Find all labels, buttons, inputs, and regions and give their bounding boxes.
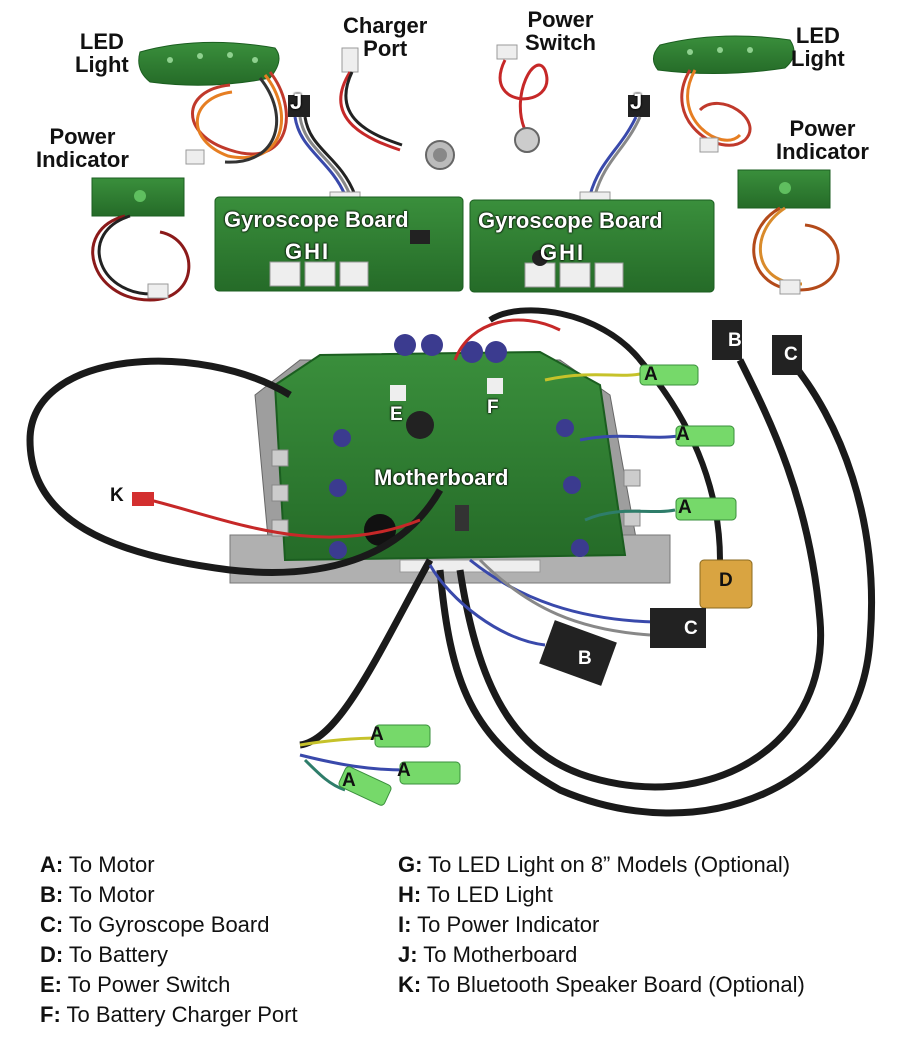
motherboard — [229, 334, 671, 584]
power-indicator-board-left — [91, 177, 191, 302]
wiring-illustration — [26, 35, 876, 817]
label-a-4: A — [370, 724, 384, 745]
label-motherboard: Motherboard — [374, 465, 509, 490]
label-ghi-left: GHI — [285, 239, 331, 264]
legend-item-b: B: To Motor — [40, 882, 155, 907]
label-power-indicator-right: Power Indicator — [776, 116, 869, 165]
gyroscope-board-right — [469, 199, 715, 293]
connector-b-bottom — [539, 620, 617, 686]
legend-item-h: H: To LED Light — [398, 882, 553, 907]
label-f: F — [487, 397, 499, 418]
legend-item-e: E: To Power Switch — [40, 972, 231, 997]
legend-item-a: A: To Motor — [40, 852, 155, 877]
legend-item-c: C: To Gyroscope Board — [40, 912, 270, 937]
label-ghi-right: GHI — [540, 240, 586, 265]
power-indicator-board-right — [737, 169, 840, 295]
label-a-2: A — [676, 424, 690, 445]
label-power-indicator-left: Power Indicator — [36, 124, 129, 173]
battery-connector-d — [699, 559, 753, 609]
legend-item-d: D: To Battery — [40, 942, 168, 967]
label-charger-port: Charger Port — [343, 13, 428, 62]
label-gyroscope-board-left: Gyroscope Board — [224, 207, 409, 232]
label-a-3: A — [678, 497, 692, 518]
label-c-top: C — [784, 344, 798, 365]
wiring-diagram: LED Light Charger Port Power Switch LED … — [26, 7, 876, 817]
label-led-light-right: LED Light — [791, 23, 845, 72]
label-a-6: A — [342, 770, 356, 791]
legend-item-f: F: To Battery Charger Port — [40, 1002, 298, 1027]
motor-connectors-a — [299, 364, 737, 806]
legend-item-j: J: To Motherboard — [398, 942, 578, 967]
legend-item-k: K: To Bluetooth Speaker Board (Optional) — [398, 972, 805, 997]
legend-item-g: G: To LED Light on 8” Models (Optional) — [398, 852, 791, 877]
legend-item-i: I: To Power Indicator — [398, 912, 600, 937]
label-k: K — [110, 485, 124, 506]
label-a-1: A — [644, 364, 658, 385]
legend-left: A: To Motor B: To Motor C: To Gyroscope … — [40, 850, 298, 1030]
power-switch — [496, 44, 549, 153]
legend-right: G: To LED Light on 8” Models (Optional) … — [398, 850, 805, 1000]
led-light-board-right — [653, 35, 795, 153]
label-led-light-left: LED Light — [75, 29, 129, 78]
label-d: D — [719, 570, 733, 591]
label-j-right: J — [630, 89, 643, 114]
label-e: E — [390, 404, 403, 425]
label-c-bottom: C — [684, 618, 698, 639]
connector-b-top — [712, 320, 742, 360]
connector-c-bottom — [650, 608, 706, 648]
led-light-board-left — [138, 41, 280, 86]
charger-port — [339, 47, 455, 170]
gyroscope-board-left — [214, 196, 464, 292]
connector-c-top — [772, 335, 802, 375]
label-b-top: B — [728, 330, 742, 351]
label-j-left: J — [290, 89, 303, 114]
label-a-5: A — [397, 760, 411, 781]
label-power-switch: Power Switch — [525, 7, 596, 56]
label-b-bottom: B — [578, 648, 592, 669]
label-gyroscope-board-right: Gyroscope Board — [478, 208, 663, 233]
